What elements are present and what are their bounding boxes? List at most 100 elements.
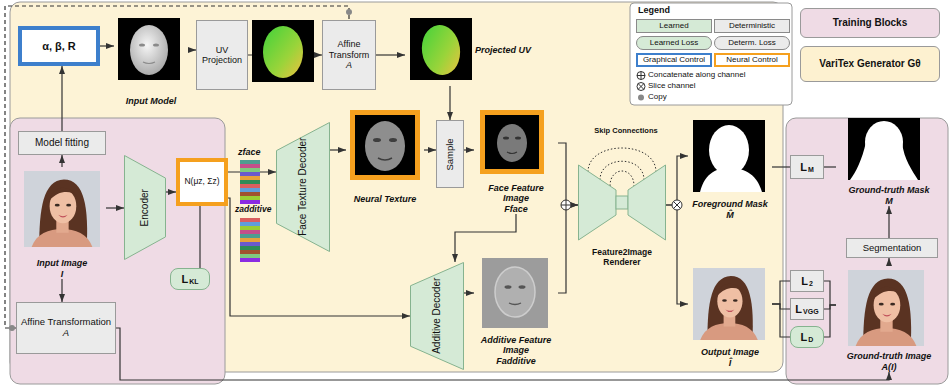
- portrait-image: [848, 270, 924, 346]
- connector: [558, 205, 578, 293]
- node-label: α, β, R: [42, 40, 76, 53]
- image-caption: Ground-truth Image: [847, 351, 932, 361]
- loss-subscript: D: [808, 336, 813, 344]
- connector: [772, 304, 790, 309]
- image-caption: Î: [729, 358, 732, 368]
- image-caption: Foreground Mask: [692, 199, 768, 209]
- loss-subscript: KL: [189, 278, 198, 286]
- decoder-trapezoid: Additive Decoder: [410, 262, 464, 370]
- node-label: Sample: [445, 138, 456, 170]
- connector: [888, 206, 889, 238]
- encoder-half: [579, 165, 617, 240]
- image-node: Input Model: [114, 14, 188, 106]
- image-caption: Face Feature Image: [474, 183, 558, 204]
- loss-box: LVGG: [790, 298, 824, 320]
- connector: [464, 292, 474, 293]
- connector: [188, 49, 196, 50]
- encoder-trapezoid: Encoder: [124, 155, 166, 260]
- legend-frame: [630, 3, 792, 105]
- legend-sample: Neural Control: [714, 53, 790, 67]
- loss-symbol: L: [181, 273, 188, 286]
- connector: [199, 206, 200, 268]
- process-box: Segmentation: [846, 238, 938, 258]
- connector: [464, 149, 474, 150]
- image-caption: Input Image: [37, 258, 88, 268]
- image-caption: Fface: [504, 204, 528, 214]
- connector: [61, 279, 62, 302]
- image-caption: Additive Feature Image: [474, 335, 558, 356]
- connector: [824, 166, 836, 167]
- connector: [116, 328, 889, 380]
- image-caption: Ground-truth Mask: [849, 185, 930, 195]
- legend-label: Graphical Control: [643, 56, 705, 65]
- image-node: Ground-truth MaskM: [836, 114, 942, 206]
- training-panel: [786, 118, 948, 384]
- mask-image: [848, 118, 920, 180]
- legend-label: Slice channel: [648, 82, 696, 91]
- latent-bars: [240, 218, 260, 262]
- legend-label: Neural Control: [726, 56, 778, 65]
- image-caption: Projected UV: [475, 45, 531, 55]
- image-node: Foreground MaskM̂: [688, 116, 772, 220]
- legend-swatch: Learned: [636, 19, 712, 33]
- feature-image: [482, 258, 548, 328]
- legend-label: Determ. Loss: [728, 39, 776, 48]
- legend-title: Legend: [638, 5, 670, 15]
- image-caption: M: [885, 196, 893, 206]
- image-node: Ground-truth ImageA(I): [836, 266, 942, 372]
- connector: [61, 155, 62, 167]
- uv-image: [252, 20, 314, 82]
- portrait-image: [693, 268, 765, 340]
- decoder-half: [628, 165, 666, 240]
- latent-bars: [240, 160, 260, 204]
- parameter-box: α, β, R: [18, 26, 100, 66]
- mesh-image: [118, 18, 180, 80]
- node-label: Model fitting: [35, 137, 89, 149]
- connector: [5, 6, 349, 328]
- image-caption: Fadditive: [496, 356, 536, 366]
- legend-label: Learned: [659, 22, 688, 31]
- image-caption: Neural Texture: [354, 194, 417, 204]
- neural-texture-image: [353, 113, 418, 178]
- feature-image: [483, 113, 542, 172]
- connector: [824, 305, 836, 337]
- trapezoid-shape: [277, 123, 330, 252]
- process-box: Sample: [436, 120, 464, 188]
- image-node: Neural Texture: [346, 106, 424, 204]
- portrait-image: [24, 171, 100, 247]
- latent-label: zadditive: [235, 205, 271, 215]
- key-box: Training Blocks: [800, 8, 940, 38]
- node-label: Training Blocks: [833, 17, 907, 29]
- loss-box: LM: [790, 155, 824, 179]
- connector: [106, 207, 124, 208]
- image-node: Additive Feature ImageFadditive: [474, 254, 558, 366]
- connector: [330, 149, 346, 150]
- connector: [772, 304, 790, 337]
- image-node: Face Feature ImageFface: [474, 106, 558, 214]
- uv-image: [410, 18, 472, 80]
- annotation-label: Skip Connections: [586, 127, 666, 136]
- legend-label: Concatenate along channel: [648, 71, 745, 80]
- connector: [772, 281, 790, 304]
- connector: [455, 214, 516, 262]
- renderer-shape: Feature2Image Renderer: [578, 160, 666, 268]
- node-label: Face Texture Decoder: [297, 138, 309, 236]
- legend-entry: Concatenate along channel: [648, 70, 788, 81]
- connector: [449, 86, 450, 120]
- node-label: Affine Transformation: [21, 317, 111, 328]
- node-label: Additive Decoder: [431, 278, 443, 354]
- image-caption: M̂: [726, 210, 734, 220]
- key-box: VariTex Generator Gθ: [800, 46, 940, 82]
- connector: [424, 149, 436, 150]
- connector: [824, 281, 836, 305]
- process-box: UV Projection: [196, 20, 248, 90]
- image-caption: I: [61, 269, 64, 279]
- node-label: N(μz, Σz): [184, 177, 219, 187]
- connector: [666, 205, 688, 304]
- bottleneck: [616, 196, 628, 209]
- legend-label: Copy: [648, 93, 667, 102]
- loss-subscript: 2: [809, 280, 813, 288]
- node-label: Encoder: [139, 189, 151, 226]
- latent-label: zface: [238, 147, 261, 157]
- process-box: Affine TransformationA: [16, 302, 116, 354]
